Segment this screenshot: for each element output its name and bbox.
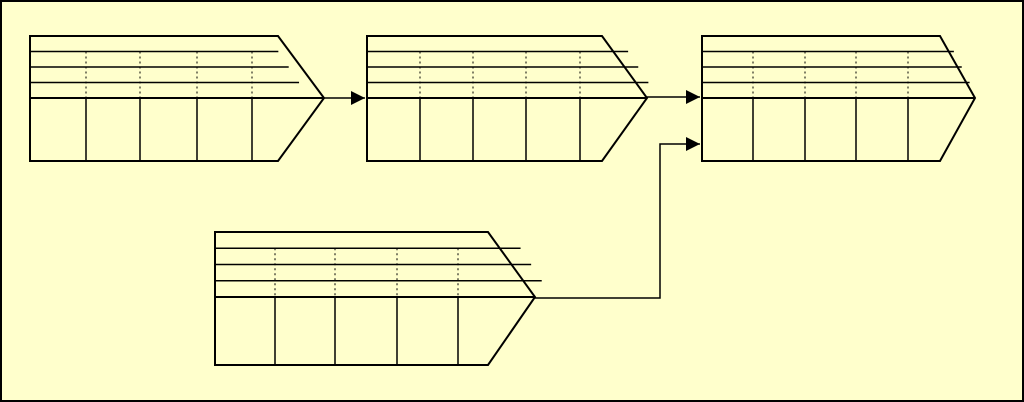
block-top-middle: [366, 35, 649, 162]
block-outline: [29, 35, 326, 162]
block-outline: [366, 35, 649, 162]
block-top-right: [701, 35, 977, 162]
block-bottom: [214, 231, 542, 366]
block-outline: [214, 231, 537, 366]
block-outline: [701, 35, 977, 162]
block-top-left: [29, 35, 326, 162]
connector-arrow: [535, 137, 700, 299]
blocks-layer: [29, 35, 977, 366]
edges-layer: [324, 90, 700, 299]
